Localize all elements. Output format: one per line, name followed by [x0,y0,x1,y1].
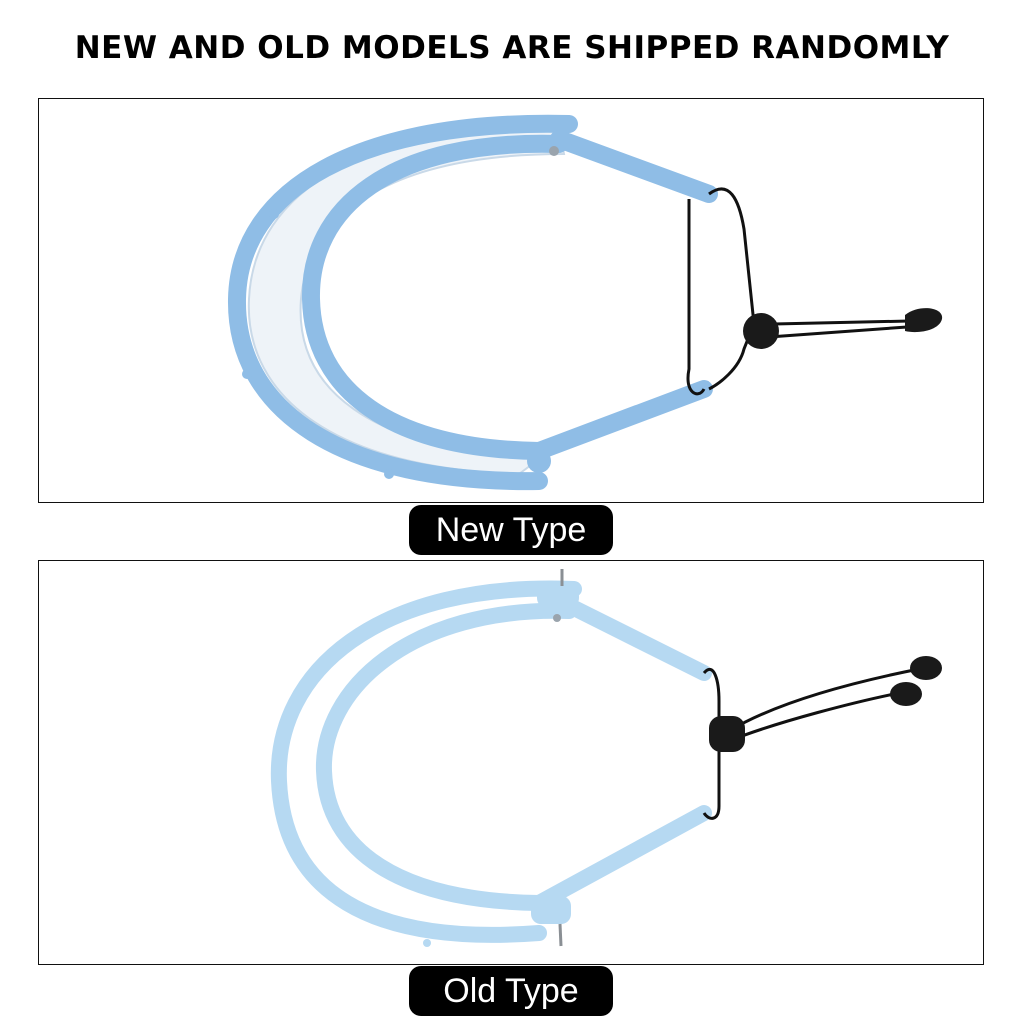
old-type-caption: Old Type [409,966,613,1016]
old-type-headband-illustration [270,569,942,947]
new-type-headband-illustration [227,114,943,491]
rivet [553,614,561,622]
headline: NEW AND OLD MODELS ARE SHIPPED RANDOMLY [74,30,950,66]
cord [708,187,756,325]
stud [384,469,394,479]
product-image-new-type [38,98,984,503]
cord-end [905,308,943,333]
inner-frame [315,602,712,912]
cord [728,691,900,743]
outer-frame [227,114,578,491]
cord [773,319,910,326]
inner-frame [301,134,713,461]
cord-end [910,656,942,680]
pin [558,923,563,947]
cord-lock [743,313,779,349]
cord-end [890,682,922,706]
stud [242,369,252,379]
product-image-old-type [38,560,984,965]
stud [423,939,431,947]
new-type-caption: New Type [409,505,613,555]
cord-lock [709,716,745,752]
cord [686,199,706,396]
top-arm [550,130,718,203]
cord [702,668,721,820]
top-arm [556,595,712,681]
cord [708,323,756,391]
top-clasp [537,586,579,608]
cord [768,325,908,339]
bottom-clasp [531,896,571,924]
cord [728,667,920,733]
knob [527,449,551,473]
outer-frame [270,580,582,943]
stud [269,209,279,219]
rivet [549,146,559,156]
